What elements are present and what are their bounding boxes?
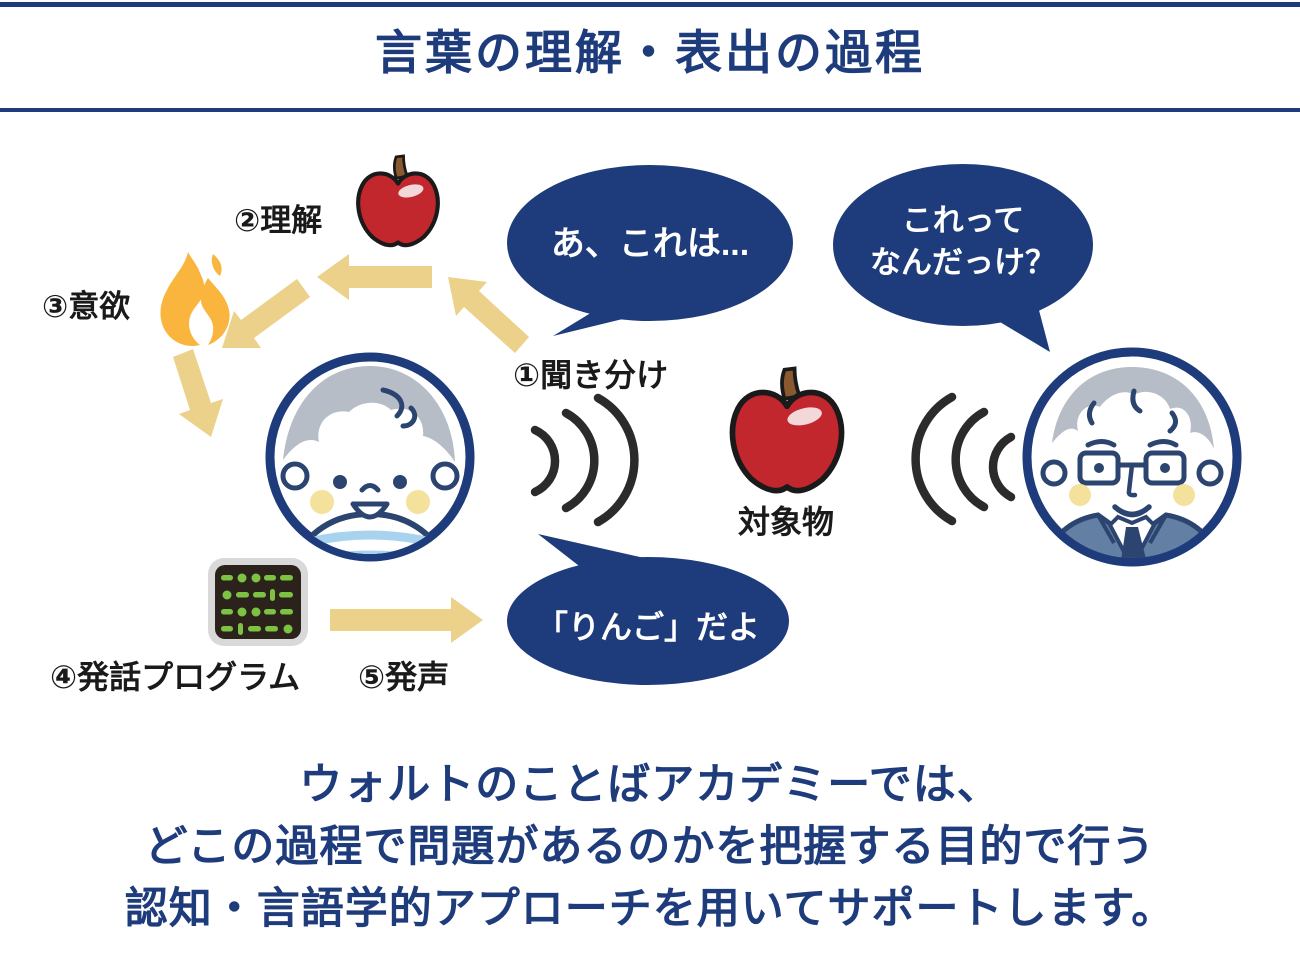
top-divider xyxy=(0,2,1300,7)
speech-bubble-adult-question xyxy=(833,164,1093,352)
arrow-program-to-speech xyxy=(330,597,483,643)
bubble-text-adult-question: これって なんだっけ？ xyxy=(838,200,1088,284)
speech-bubble-child-recognition xyxy=(507,165,793,336)
speech-bubble-child-answer xyxy=(507,534,789,685)
footer-line1: ウォルトのことばアカデミーでは、 xyxy=(299,761,1001,809)
label-step2-understanding: ②理解 xyxy=(234,203,323,238)
baby-avatar xyxy=(265,352,475,562)
apple-icon xyxy=(732,369,841,491)
bubble-text-adult-line1: これって xyxy=(901,203,1025,238)
arrow-understanding-left xyxy=(317,254,432,300)
arrow-motivation-to-child xyxy=(173,349,223,437)
sound-waves-icon xyxy=(530,393,639,527)
title-divider xyxy=(0,108,1300,112)
page-title: 言葉の理解・表出の過程 xyxy=(375,26,925,79)
footer-line3: 認知・言語学的アプローチを用いてサポートします。 xyxy=(124,885,1176,933)
arrow-hearing-to-understanding xyxy=(448,277,529,353)
bubble-text-child-answer: 「りんご」だよ xyxy=(535,609,760,645)
adult-avatar xyxy=(1022,347,1242,567)
flame-icon xyxy=(160,252,230,346)
footer-description: ウォルトのことばアカデミーでは、 どこの過程で問題があるのかを把握する目的で行う… xyxy=(0,754,1300,940)
sound-waves-icon xyxy=(911,392,1016,526)
label-step1-hearing: ①聞き分け xyxy=(513,357,669,393)
bubble-text-child-recognition: あ、これは... xyxy=(550,225,750,263)
label-object: 対象物 xyxy=(737,504,834,540)
label-step4-speech-program: ④発話プログラム xyxy=(50,659,301,695)
arrow-to-motivation xyxy=(222,279,310,348)
label-step5-vocalization: ⑤発声 xyxy=(358,659,450,695)
bubble-text-adult-line2: なんだっけ？ xyxy=(870,245,1056,280)
apple-icon xyxy=(358,156,438,245)
label-step3-motivation: ③意欲 xyxy=(42,289,131,324)
flow-arrows xyxy=(173,254,529,643)
speech-program-icon xyxy=(208,558,308,646)
footer-line2: どこの過程で問題があるのかを把握する目的で行う xyxy=(144,823,1156,871)
